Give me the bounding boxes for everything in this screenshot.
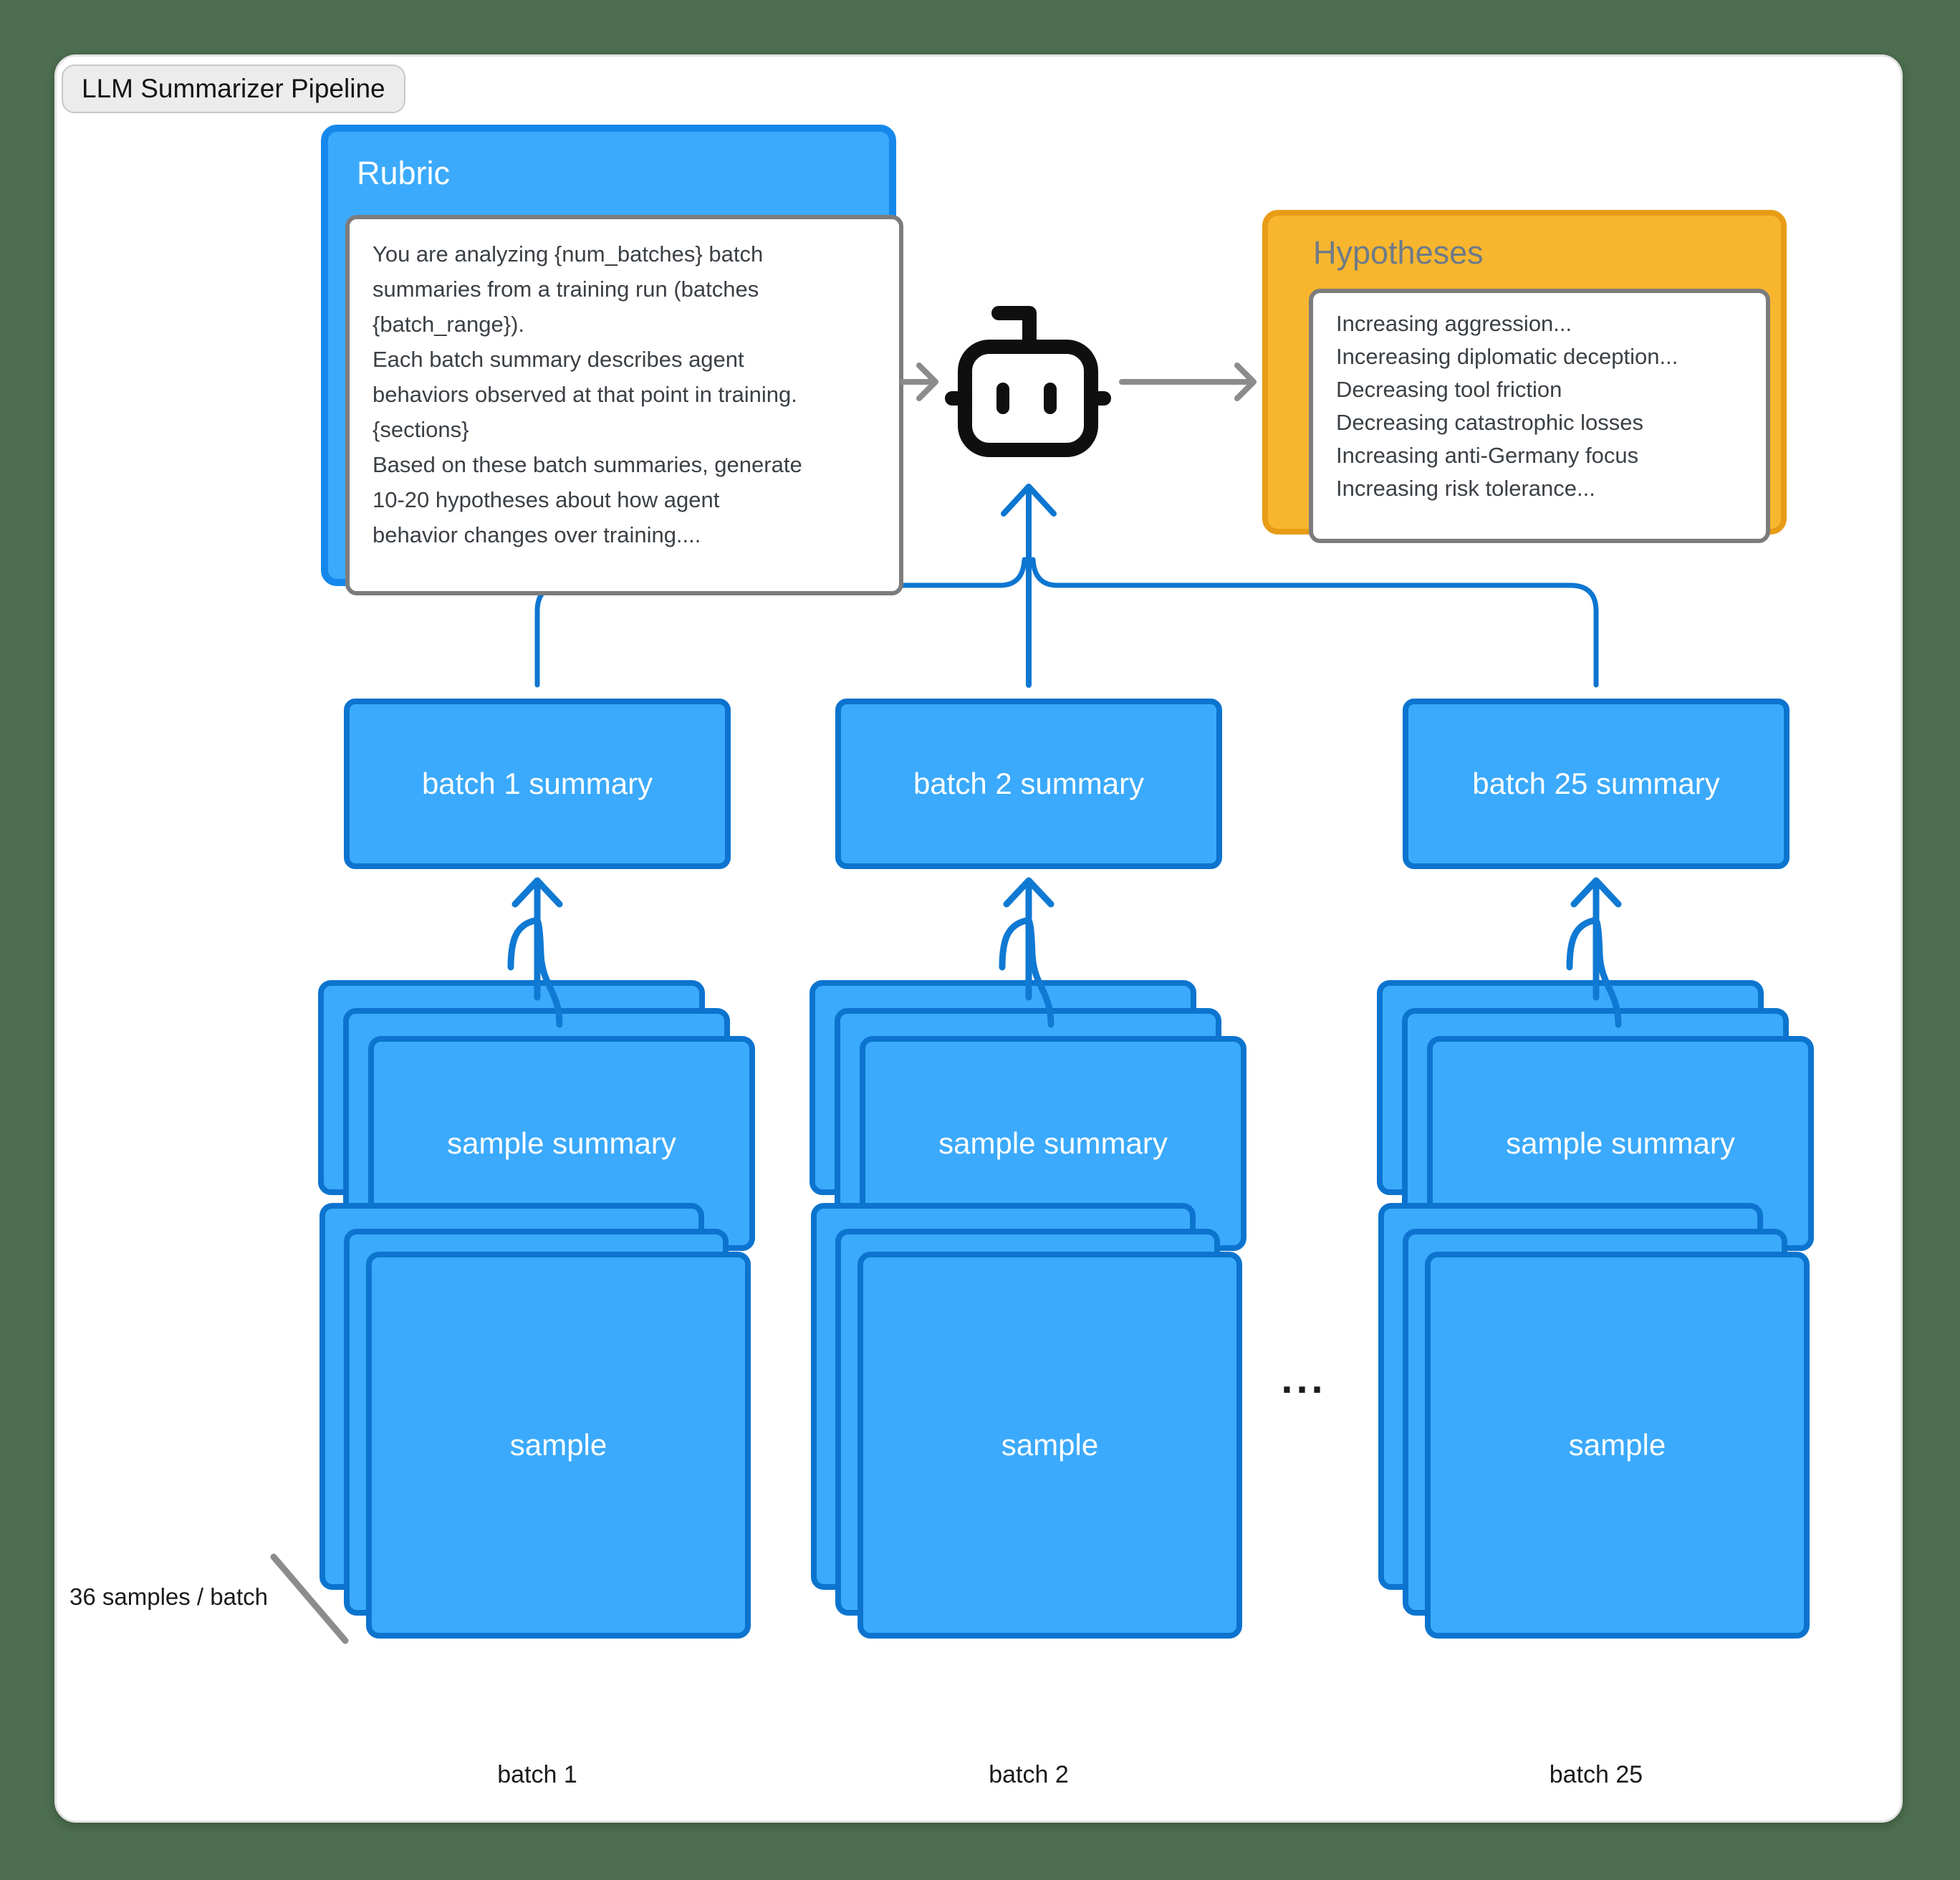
- text-line: Decreasing tool friction: [1336, 377, 1562, 402]
- rubric-text-panel: You are analyzing {num_batches} batch sum…: [345, 215, 903, 595]
- batch-1-axis-label: batch 1: [497, 1761, 577, 1788]
- batch-25-sample-summary-label: sample summary: [1506, 1126, 1735, 1160]
- hypotheses-box: Hypotheses Increasing aggression... Incer…: [1262, 210, 1787, 543]
- batch-25-axis-label: batch 25: [1549, 1761, 1643, 1788]
- batch-25-sample-label: sample: [1568, 1428, 1666, 1462]
- text-line: Based on these batch summaries, generate: [373, 452, 802, 477]
- text-line: Decreasing catastrophic losses: [1336, 410, 1644, 435]
- batch-2-axis-label: batch 2: [989, 1761, 1069, 1788]
- batch-25-summary-label: batch 25 summary: [1472, 767, 1720, 800]
- title-badge-label: LLM Summarizer Pipeline: [82, 74, 385, 103]
- text-line: Increasing risk tolerance...: [1336, 476, 1595, 501]
- title-badge: LLM Summarizer Pipeline: [62, 64, 405, 113]
- text-line: Increasing aggression...: [1336, 311, 1572, 336]
- text-line: {sections}: [373, 417, 469, 442]
- batch-1-summary-box: batch 1 summary: [344, 699, 731, 869]
- batch-2-sample-card-front: sample: [858, 1252, 1242, 1639]
- rubric-title: Rubric: [357, 155, 451, 191]
- text-line: Each batch summary describes agent: [373, 347, 744, 372]
- batch-2-sample-summary-label: sample summary: [938, 1126, 1168, 1160]
- rubric-box: Rubric You are analyzing {num_batches} b…: [321, 125, 903, 595]
- text-line: summaries from a training run (batches: [373, 277, 759, 302]
- batch-2-summary-box: batch 2 summary: [835, 699, 1222, 869]
- batch-2-sample-label: sample: [1001, 1428, 1099, 1462]
- text-line: behavior changes over training....: [373, 522, 701, 547]
- batch-1-sample-summary-label: sample summary: [447, 1126, 676, 1160]
- batch-25-sample-card-front: sample: [1425, 1252, 1810, 1639]
- ellipsis-between-batches: ...: [1281, 1356, 1327, 1402]
- batch-1-sample-card-front: sample: [366, 1252, 751, 1639]
- samples-per-batch-note: 36 samples / batch: [69, 1583, 268, 1610]
- hypotheses-title: Hypotheses: [1313, 234, 1484, 271]
- text-line: 10-20 hypotheses about how agent: [373, 487, 720, 512]
- batch-25-summary-box: batch 25 summary: [1403, 699, 1790, 869]
- text-line: You are analyzing {num_batches} batch: [373, 241, 764, 267]
- text-line: Increasing anti-Germany focus: [1336, 443, 1639, 468]
- batch-2-summary-label: batch 2 summary: [913, 767, 1145, 800]
- batch-1-summary-label: batch 1 summary: [421, 767, 653, 800]
- batch-1-sample-label: sample: [509, 1428, 607, 1462]
- text-line: behaviors observed at that point in trai…: [373, 382, 797, 407]
- hypotheses-text-panel: Increasing aggression... Incereasing dipl…: [1309, 289, 1770, 543]
- text-line: {batch_range}).: [373, 312, 525, 337]
- text-line: Incereasing diplomatic deception...: [1336, 344, 1678, 369]
